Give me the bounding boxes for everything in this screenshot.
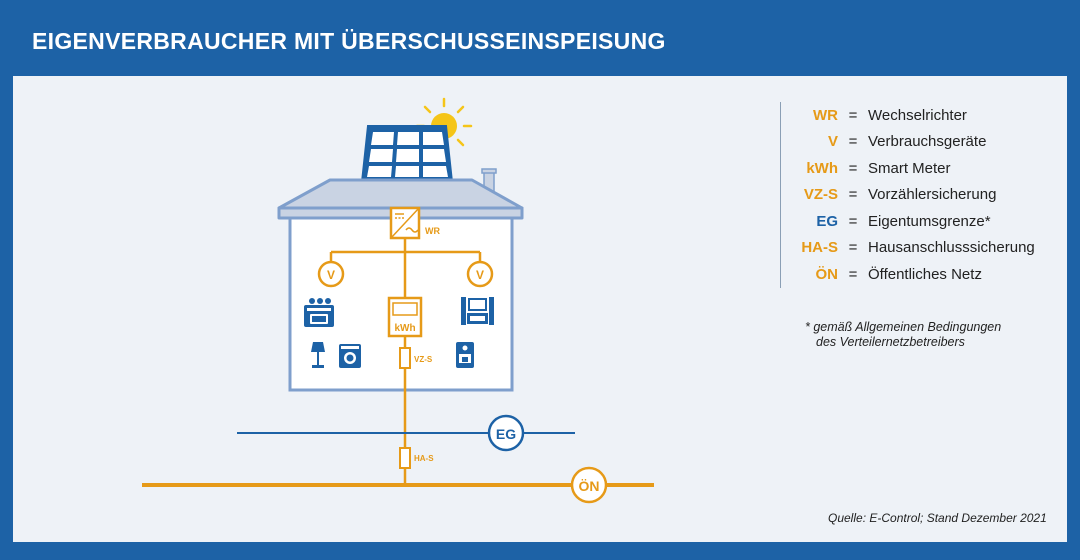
v-label-right: V bbox=[476, 268, 484, 282]
consumer-circle-right bbox=[466, 260, 494, 288]
house-connection-fuse-icon bbox=[399, 447, 411, 469]
pre-meter-fuse-icon bbox=[399, 347, 411, 369]
legend-abbr: HA-S bbox=[801, 239, 838, 257]
legend-item: WR = Wechselrichter bbox=[781, 102, 1051, 129]
wiring bbox=[329, 238, 482, 485]
footnote: * gemäß Allgemeinen Bedingungen des Vert… bbox=[805, 320, 1001, 350]
legend-equals: = bbox=[848, 159, 858, 177]
legend-desc: Smart Meter bbox=[868, 159, 951, 177]
legend-item: V = Verbrauchsgeräte bbox=[781, 129, 1051, 156]
legend-item: VZ-S = Vorzählersicherung bbox=[781, 182, 1051, 209]
legend-item: HA-S = Hausanschlusssicherung bbox=[781, 235, 1051, 262]
legend-abbr: EG bbox=[816, 212, 838, 230]
floor-lamp-icon bbox=[311, 342, 325, 368]
legend-item: kWh = Smart Meter bbox=[781, 155, 1051, 182]
legend-abbr: ÖN bbox=[815, 265, 839, 283]
wr-label: WR bbox=[425, 226, 440, 236]
content-panel bbox=[13, 76, 1067, 542]
legend-desc: Hausanschlusssicherung bbox=[868, 239, 1035, 257]
inverter-icon bbox=[389, 206, 421, 240]
legend-equals: = bbox=[848, 212, 858, 230]
footnote-line-2: des Verteilernetzbetreibers bbox=[816, 335, 965, 349]
has-label: HA-S bbox=[414, 454, 434, 463]
v-label-left: V bbox=[327, 268, 335, 282]
legend-equals: = bbox=[848, 106, 858, 124]
legend-equals: = bbox=[848, 239, 858, 257]
smart-meter-icon bbox=[387, 296, 423, 338]
legend-abbr: VZ-S bbox=[803, 186, 838, 204]
vzs-label: VZ-S bbox=[414, 355, 433, 364]
legend-item: EG = Eigentumsgrenze* bbox=[781, 208, 1051, 235]
legend-desc: Verbrauchsgeräte bbox=[868, 133, 987, 151]
kwh-label: kWh bbox=[394, 323, 415, 334]
legend-equals: = bbox=[848, 133, 858, 151]
legend-desc: Eigentumsgrenze* bbox=[868, 212, 991, 230]
legend-equals: = bbox=[848, 186, 858, 204]
on-circle bbox=[570, 466, 608, 504]
legend-abbr: WR bbox=[813, 106, 838, 124]
source-note: Quelle: E-Control; Stand Dezember 2021 bbox=[828, 511, 1047, 525]
eg-label: EG bbox=[496, 426, 516, 442]
consumer-circle-left bbox=[317, 260, 345, 288]
footnote-line-1: * gemäß Allgemeinen Bedingungen bbox=[805, 320, 1002, 334]
legend-desc: Öffentliches Netz bbox=[868, 265, 982, 283]
header-bar: EIGENVERBRAUCHER MIT ÜBERSCHUSSEINSPEISU… bbox=[0, 0, 1080, 76]
washing-machine-icon bbox=[339, 344, 361, 368]
legend-abbr: V bbox=[827, 133, 838, 151]
eg-circle bbox=[487, 414, 525, 452]
legend: WR = Wechselrichter V = Verbrauchsgeräte… bbox=[780, 102, 1051, 288]
legend-desc: Vorzählersicherung bbox=[868, 186, 997, 204]
solar-panel-icon bbox=[360, 125, 454, 197]
legend-abbr: kWh bbox=[806, 159, 838, 177]
legend-item: ÖN = Öffentliches Netz bbox=[781, 261, 1051, 288]
page-title: EIGENVERBRAUCHER MIT ÜBERSCHUSSEINSPEISU… bbox=[32, 28, 666, 54]
legend-desc: Wechselrichter bbox=[868, 106, 967, 124]
on-label: ÖN bbox=[579, 478, 600, 494]
coffee-machine-icon bbox=[456, 342, 474, 368]
tv-media-icon bbox=[461, 297, 494, 325]
legend-equals: = bbox=[848, 265, 858, 283]
stove-icon bbox=[304, 298, 334, 327]
